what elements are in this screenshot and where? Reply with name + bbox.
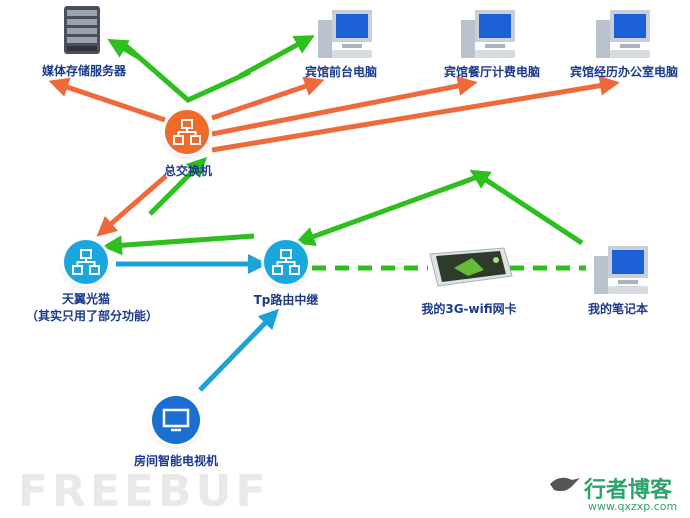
link-laptop-to-repeater (478, 173, 584, 246)
network-router-icon (264, 240, 308, 284)
server-icon (64, 6, 100, 54)
link-modem-to-switch (148, 156, 208, 216)
freebuf-watermark: FREEBUF (18, 466, 270, 517)
laptop-computer-icon (594, 246, 648, 294)
brand-name: 行者博客 (584, 478, 673, 503)
mobile-wifi-router-icon (429, 247, 513, 287)
brand-url: www.qxzxp.com (588, 500, 678, 513)
bird-logo-icon (550, 477, 580, 492)
link-switch-to-media-server (48, 77, 166, 123)
desktop-computer-icon (596, 10, 650, 58)
desktop-computer-icon (318, 10, 372, 58)
link-tv-to-repeater (198, 308, 279, 392)
link-switch-to-restaurant (211, 76, 478, 137)
link-repeater-to-modem (102, 233, 255, 256)
manager-pc-label: 宾馆经历办公室电脑 (569, 65, 679, 79)
link-switch-to-modem (96, 174, 168, 237)
network-modem-icon (64, 240, 108, 284)
media-server-label: 媒体存储服务器 (41, 64, 127, 78)
core-switch-label: 总交换机 (163, 164, 213, 178)
wifi-card-label: 我的3G-wifi网卡 (421, 302, 517, 316)
reception-pc-label: 宾馆前台电脑 (304, 65, 378, 79)
laptop-label: 我的笔记本 (587, 302, 649, 316)
link-green-to-reception (238, 35, 315, 79)
link-arrowhead-top (469, 169, 496, 189)
restaurant-pc-label: 宾馆餐厅计费电脑 (443, 65, 541, 79)
tv-icon (152, 396, 200, 444)
smart-tv-label: 房间智能电视机 (133, 454, 219, 468)
link-switch-to-manager (211, 75, 620, 153)
link-v-green (123, 43, 252, 103)
telecom-modem-note: （其实只用了部分功能） (25, 309, 159, 323)
telecom-modem-label: 天翼光猫 (61, 292, 111, 306)
desktop-computer-icon (461, 10, 515, 58)
link-switch-to-reception (211, 76, 325, 121)
network-switch-icon (165, 110, 209, 154)
link-green-to-media-server (107, 38, 142, 61)
link-laptop-to-repeater-arrow (294, 173, 481, 246)
tp-repeater-label: Tp路由中继 (253, 293, 319, 307)
